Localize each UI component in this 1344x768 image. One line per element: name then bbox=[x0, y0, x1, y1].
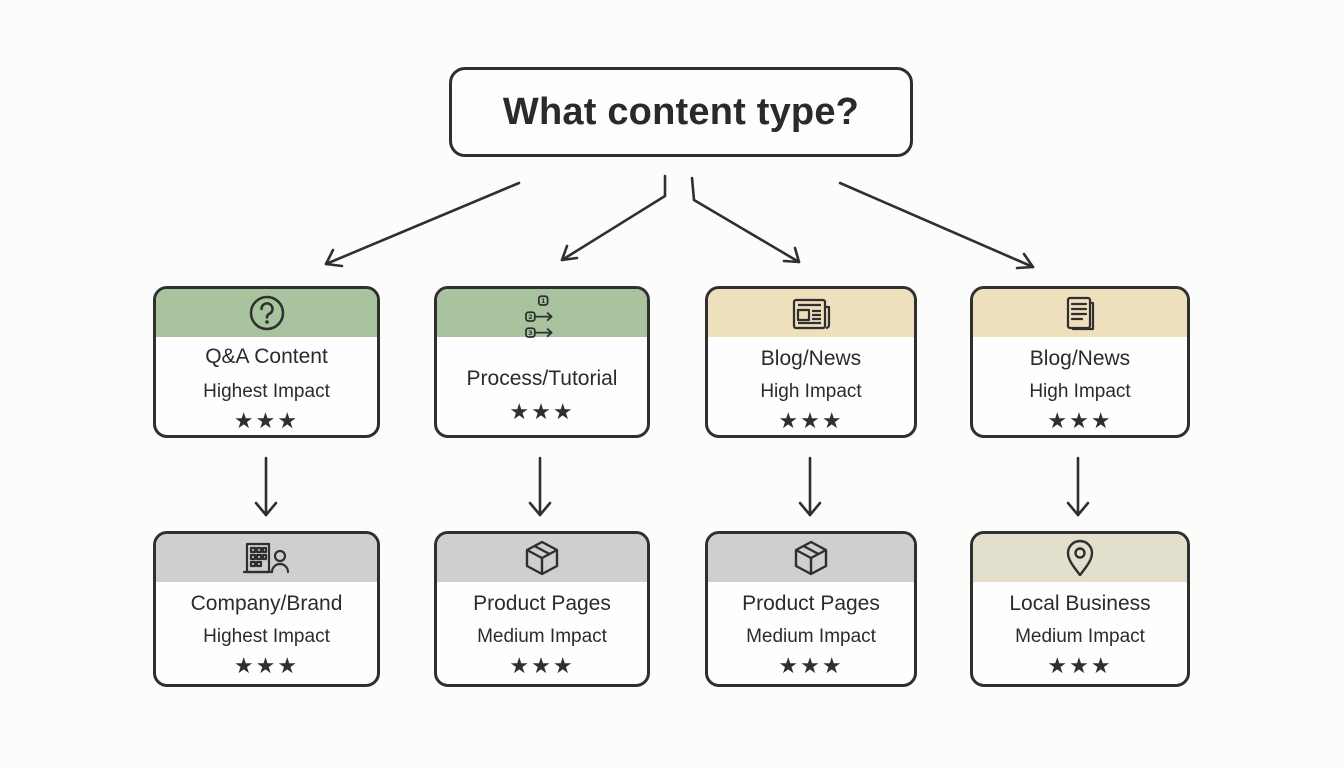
arrow-root-to-blog-2 bbox=[838, 181, 1035, 270]
document-icon bbox=[1066, 296, 1095, 331]
card-stars: ★★★ bbox=[1047, 653, 1113, 678]
card-product-pages-1: Product Pages Medium Impact ★★★ bbox=[434, 531, 650, 687]
newspaper-icon bbox=[792, 298, 831, 330]
card-title: Q&A Content bbox=[205, 345, 328, 368]
card-stars: ★★★ bbox=[778, 408, 844, 433]
card-impact: High Impact bbox=[1029, 381, 1131, 402]
card-title: Process/Tutorial bbox=[466, 367, 618, 390]
root-question-label: What content type? bbox=[502, 90, 860, 133]
card-header bbox=[708, 534, 914, 582]
card-impact: Highest Impact bbox=[203, 626, 330, 647]
card-stars: ★★★ bbox=[509, 653, 575, 678]
card-impact: High Impact bbox=[760, 381, 862, 402]
card-impact: Medium Impact bbox=[477, 626, 607, 647]
card-title: Company/Brand bbox=[190, 592, 343, 615]
card-title: Local Business bbox=[1009, 592, 1151, 615]
card-stars: ★★★ bbox=[778, 653, 844, 678]
card-qa-content: Q&A Content Highest Impact ★★★ bbox=[153, 286, 380, 438]
svg-text:3: 3 bbox=[528, 329, 532, 337]
card-title: Product Pages bbox=[473, 592, 611, 615]
card-process-tutorial: 1 2 3 Process/Tutorial ★★★ bbox=[434, 286, 650, 438]
card-company-brand: Company/Brand Highest Impact ★★★ bbox=[153, 531, 380, 687]
box-icon bbox=[794, 540, 828, 576]
arrow-root-to-blog-1 bbox=[690, 176, 801, 264]
building-person-icon bbox=[242, 542, 289, 574]
card-local-business: Local Business Medium Impact ★★★ bbox=[970, 531, 1190, 687]
card-title: Product Pages bbox=[742, 592, 880, 615]
card-stars: ★★★ bbox=[509, 399, 575, 424]
arrow-blog-to-product bbox=[798, 456, 822, 517]
arrow-process-to-product bbox=[528, 456, 552, 517]
arrow-blog-to-local bbox=[1066, 456, 1090, 517]
card-header bbox=[156, 289, 377, 337]
root-question-box: What content type? bbox=[449, 67, 913, 157]
card-stars: ★★★ bbox=[233, 653, 300, 678]
card-stars: ★★★ bbox=[1047, 408, 1113, 433]
card-title: Blog/News bbox=[760, 347, 862, 370]
card-header bbox=[708, 289, 914, 337]
svg-text:2: 2 bbox=[528, 313, 532, 321]
card-header bbox=[973, 534, 1187, 582]
map-pin-icon bbox=[1066, 539, 1094, 577]
svg-text:1: 1 bbox=[541, 297, 545, 305]
numbered-steps-icon: 1 2 3 bbox=[525, 295, 553, 338]
question-circle-icon bbox=[249, 295, 284, 331]
card-title: Blog/News bbox=[1029, 347, 1131, 370]
card-header: 1 2 3 bbox=[437, 289, 647, 338]
card-impact: Medium Impact bbox=[1015, 626, 1145, 647]
card-product-pages-2: Product Pages Medium Impact ★★★ bbox=[705, 531, 917, 687]
card-stars: ★★★ bbox=[233, 408, 300, 433]
box-icon bbox=[525, 540, 559, 576]
card-impact: Medium Impact bbox=[746, 626, 876, 647]
card-header bbox=[437, 534, 647, 582]
card-impact: Highest Impact bbox=[203, 381, 330, 402]
card-blog-news-2: Blog/News High Impact ★★★ bbox=[970, 286, 1190, 438]
arrow-qa-to-company bbox=[254, 456, 278, 517]
arrow-root-to-process bbox=[560, 174, 667, 262]
card-header bbox=[156, 534, 377, 582]
arrow-root-to-qa bbox=[324, 181, 521, 268]
card-blog-news-1: Blog/News High Impact ★★★ bbox=[705, 286, 917, 438]
card-header bbox=[973, 289, 1187, 337]
